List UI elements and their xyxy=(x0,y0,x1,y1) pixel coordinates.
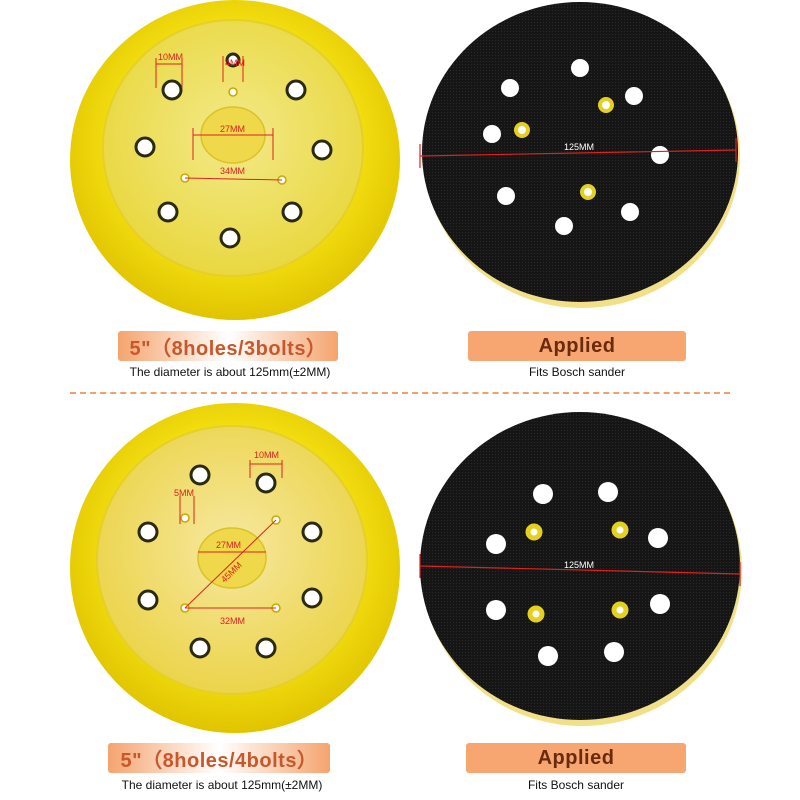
dim-bolt-span: 32MM xyxy=(220,616,245,626)
dim-slot-width: 10MM xyxy=(158,52,183,62)
top-right-title: Applied xyxy=(538,334,616,357)
bottom-section: 10MM 5MM 27MM 45MM 32MM xyxy=(0,400,800,800)
top-right-title-banner: Applied xyxy=(468,331,686,361)
yellow-backing-pad-4-bolts: 10MM 5MM 27MM 45MM 32MM xyxy=(70,403,400,733)
dim-diameter: 125MM xyxy=(564,560,594,570)
dim-slot-small: 4MM xyxy=(225,58,245,68)
bottom-right-title: Applied xyxy=(537,746,615,769)
top-left-title: 5"（8holes/3bolts） xyxy=(129,337,327,360)
top-left-title-banner: 5"（8holes/3bolts） xyxy=(118,331,338,361)
top-section: 10MM 4MM 27MM 34MM xyxy=(0,0,800,392)
black-hook-loop-pad-bottom: 125MM xyxy=(419,412,742,726)
section-divider xyxy=(70,392,730,394)
dim-center-hole: 27MM xyxy=(216,540,241,550)
dim-slot-width: 10MM xyxy=(254,450,279,460)
bottom-right-caption: Fits Bosch sander xyxy=(527,778,625,792)
yellow-backing-pad-3-bolts: 10MM 4MM 27MM 34MM xyxy=(70,0,400,320)
bottom-left-caption: The diameter is about 125mm(±2MM) xyxy=(121,778,323,792)
bottom-left-title: 5"（8holes/4bolts） xyxy=(120,749,318,772)
dim-diameter: 125MM xyxy=(564,142,594,152)
bottom-right-title-banner: Applied xyxy=(466,743,686,773)
top-right-caption: Fits Bosch sander xyxy=(528,365,626,379)
dim-center-hole: 27MM xyxy=(220,124,245,134)
dim-bolt-span: 34MM xyxy=(220,166,245,176)
bottom-left-title-banner: 5"（8holes/4bolts） xyxy=(108,743,330,773)
top-left-caption: The diameter is about 125mm(±2MM) xyxy=(129,365,331,379)
black-hook-loop-pad-top: 125MM xyxy=(419,2,740,308)
dim-slot-small: 5MM xyxy=(174,488,194,498)
